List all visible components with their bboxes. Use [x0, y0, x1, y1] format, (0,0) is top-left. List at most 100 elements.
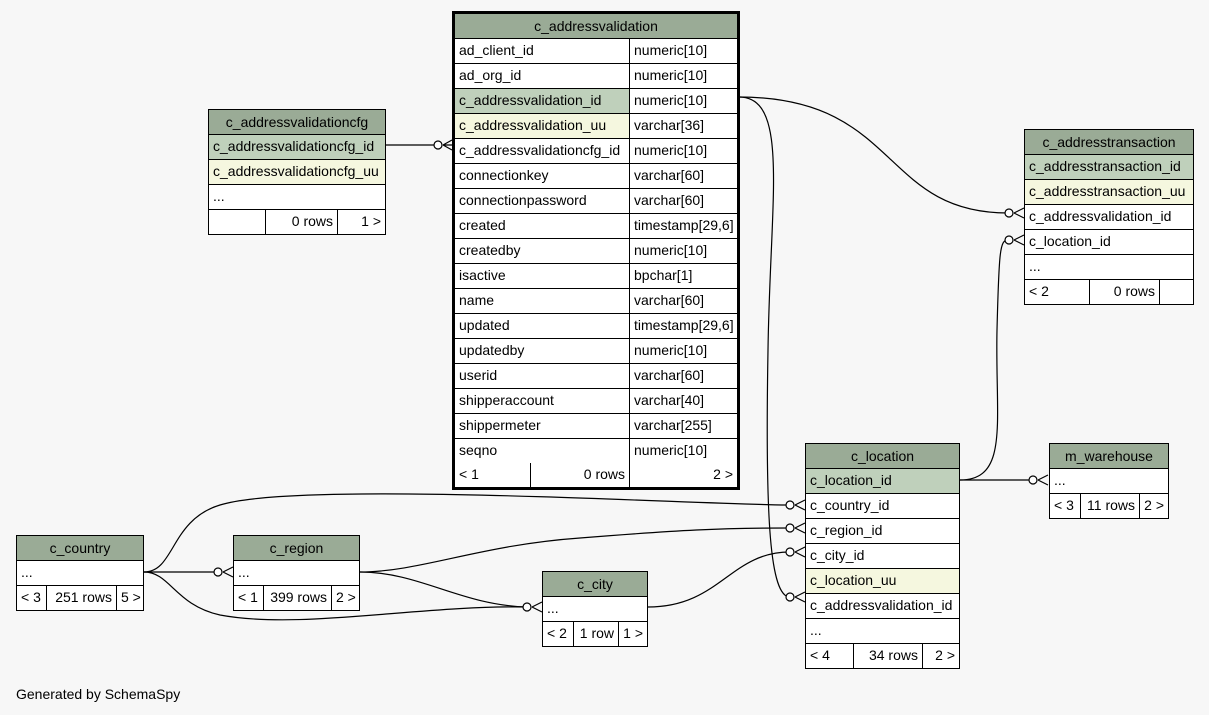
parents-count[interactable]: < 2	[547, 625, 567, 641]
column-name[interactable]: connectionkey	[459, 167, 549, 183]
table-c-location[interactable]: c_location c_location_id c_country_id c_…	[805, 443, 960, 669]
column-row[interactable]: name varchar[60]	[455, 289, 737, 314]
parents-count[interactable]: < 2	[1029, 283, 1049, 299]
parents-count[interactable]: < 4	[810, 647, 830, 663]
column-name[interactable]: c_region_id	[810, 522, 883, 538]
more-columns: ...	[238, 564, 250, 580]
children-count[interactable]: 5 >	[116, 586, 143, 610]
parents-count[interactable]: < 3	[1054, 497, 1074, 513]
more-columns: ...	[1029, 258, 1041, 274]
table-c-addresstransaction[interactable]: c_addresstransaction c_addresstransactio…	[1024, 129, 1194, 305]
table-footer: < 4 34 rows 2 >	[806, 644, 959, 668]
table-title: c_addresstransaction	[1025, 130, 1193, 155]
column-type: varchar[60]	[629, 164, 737, 188]
column-row[interactable]: seqno numeric[10]	[455, 439, 737, 463]
column-row[interactable]: updatedby numeric[10]	[455, 339, 737, 364]
column-name[interactable]: createdby	[459, 242, 521, 258]
column-name[interactable]: c_city_id	[810, 547, 865, 563]
column-name[interactable]: c_addressvalidationcfg_id	[213, 138, 375, 154]
row-count: 11 rows	[1080, 494, 1139, 518]
children-count[interactable]: 2 >	[1139, 494, 1168, 518]
edge-region-to-location	[359, 527, 791, 573]
column-name[interactable]: name	[459, 292, 495, 308]
column-type: numeric[10]	[629, 64, 737, 88]
column-name[interactable]: userid	[459, 367, 498, 383]
column-name[interactable]: c_location_uu	[810, 572, 897, 588]
table-title: c_country	[17, 536, 143, 561]
column-name[interactable]: c_addressvalidationcfg_id	[459, 142, 621, 158]
table-m-warehouse[interactable]: m_warehouse ... < 3 11 rows 2 >	[1049, 443, 1169, 519]
edge-location-to-transaction	[959, 239, 1009, 481]
table-c-city[interactable]: c_city ... < 2 1 row 1 >	[542, 571, 648, 647]
column-type: numeric[10]	[629, 39, 737, 63]
children-count[interactable]: 1 >	[337, 210, 385, 234]
column-type: numeric[10]	[629, 439, 737, 463]
column-name[interactable]: ad_org_id	[459, 67, 522, 83]
children-count[interactable]: 2 >	[922, 644, 959, 668]
column-name[interactable]: c_location_id	[810, 472, 892, 488]
edge-addressvalidation-to-transaction	[738, 96, 1009, 214]
column-type: numeric[10]	[629, 339, 737, 363]
table-footer: < 2 1 row 1 >	[543, 622, 647, 646]
column-name[interactable]: c_country_id	[810, 497, 890, 513]
row-count: 0 rows	[265, 210, 337, 234]
children-count[interactable]: 2 >	[331, 586, 359, 610]
column-name[interactable]: shipperaccount	[459, 392, 554, 408]
column-row[interactable]: createdby numeric[10]	[455, 239, 737, 264]
column-row[interactable]: ad_org_id numeric[10]	[455, 64, 737, 89]
table-title: c_addressvalidationcfg	[209, 110, 385, 135]
column-name[interactable]: created	[459, 217, 506, 233]
generated-by-note: Generated by SchemaSpy	[16, 686, 181, 702]
column-row[interactable]: ad_client_id numeric[10]	[455, 39, 737, 64]
column-name[interactable]: c_addressvalidation_id	[810, 597, 953, 613]
column-name[interactable]: c_addressvalidation_id	[1029, 208, 1172, 224]
column-name[interactable]: c_addresstransaction_id	[1029, 158, 1181, 174]
table-footer: < 1 399 rows 2 >	[234, 586, 359, 610]
table-footer: < 3 251 rows 5 >	[17, 586, 143, 610]
column-type: varchar[60]	[629, 289, 737, 313]
column-name[interactable]: seqno	[459, 442, 498, 458]
column-name[interactable]: updated	[459, 317, 510, 333]
column-name[interactable]: updatedby	[459, 342, 525, 358]
column-type: varchar[60]	[629, 189, 737, 213]
column-name[interactable]: c_addresstransaction_uu	[1029, 183, 1186, 199]
column-name[interactable]: c_location_id	[1029, 233, 1111, 249]
edge-addressvalidation-to-location	[738, 96, 791, 598]
edge-country-to-city	[143, 571, 528, 621]
column-row[interactable]: isactive bpchar[1]	[455, 264, 737, 289]
column-row[interactable]: connectionpassword varchar[60]	[455, 189, 737, 214]
column-name[interactable]: c_addressvalidationcfg_uu	[213, 163, 379, 179]
column-name[interactable]: shippermeter	[459, 417, 541, 433]
more-columns: ...	[1054, 472, 1066, 488]
table-title: c_location	[806, 444, 959, 469]
table-title: c_city	[543, 572, 647, 597]
column-name[interactable]: ad_client_id	[459, 42, 534, 58]
parents-count[interactable]: < 1	[459, 466, 479, 482]
children-count[interactable]: 1 >	[618, 622, 647, 646]
column-row[interactable]: connectionkey varchar[60]	[455, 164, 737, 189]
column-name[interactable]: c_addressvalidation_id	[455, 89, 629, 113]
parents-count[interactable]: < 1	[238, 589, 258, 605]
row-count: 0 rows	[530, 463, 629, 487]
table-c-region[interactable]: c_region ... < 1 399 rows 2 >	[233, 535, 360, 611]
table-c-country[interactable]: c_country ... < 3 251 rows 5 >	[16, 535, 144, 611]
column-name[interactable]: c_addressvalidation_uu	[455, 114, 629, 138]
column-name[interactable]: isactive	[459, 267, 506, 283]
column-type: numeric[10]	[629, 139, 737, 163]
children-count[interactable]: 2 >	[629, 463, 737, 487]
column-row[interactable]: c_addressvalidationcfg_id numeric[10]	[455, 139, 737, 164]
column-name[interactable]: connectionpassword	[459, 192, 587, 208]
parents-count[interactable]: < 3	[21, 589, 41, 605]
column-type: numeric[10]	[629, 239, 737, 263]
table-c-addressvalidationcfg[interactable]: c_addressvalidationcfg c_addressvalidati…	[208, 109, 386, 235]
column-type: bpchar[1]	[629, 264, 737, 288]
